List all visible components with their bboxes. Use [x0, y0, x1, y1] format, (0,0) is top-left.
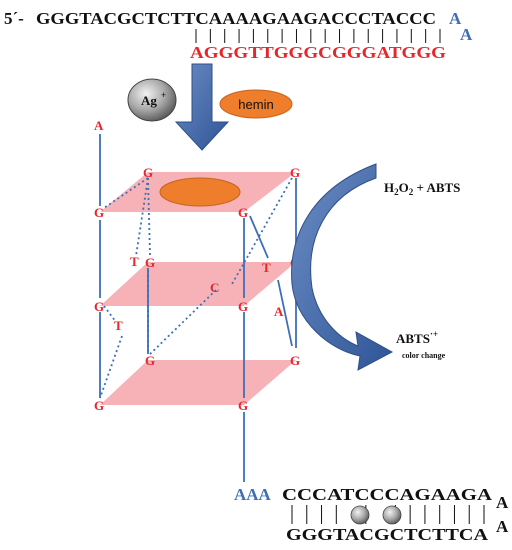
- top-strand-black: GGGTACGCTCTTCAAAAGAAGACCCTACCC: [36, 9, 436, 28]
- g-mid-front-left: G: [94, 299, 104, 314]
- g-bot-back-left: G: [145, 353, 155, 368]
- down-arrow: [174, 63, 230, 151]
- silver-ion-charge: +: [161, 90, 166, 100]
- g-top-front-right: G: [238, 205, 248, 220]
- loop-t-1: T: [130, 254, 139, 269]
- hemin-molecule: hemin: [219, 89, 293, 119]
- g-top-back-right: G: [290, 165, 300, 180]
- abts-radical-charge: ·+: [430, 329, 438, 339]
- bottom-strand-top-black: CCCATCCCAGAAGA: [282, 485, 493, 504]
- o-letter: O: [399, 180, 409, 195]
- abts-product: ABTS: [396, 331, 430, 346]
- bottom-hairpin: AAA CCCATCCCAGAAGA A GGGTACGCTCTTCA A: [234, 485, 509, 544]
- silver-ion-label: Ag: [141, 93, 157, 108]
- nucleotide-letters: A G G G G G G G G G G G G T T T C A: [94, 118, 300, 413]
- top-loop-a-lower: A: [460, 25, 473, 44]
- loop-a-top: A: [94, 118, 104, 133]
- svg-text:H2O2 + ABTS: H2O2 + ABTS: [384, 180, 460, 197]
- h-letter: H: [384, 180, 394, 195]
- g-bot-front-left: G: [94, 398, 104, 413]
- loop-dotted-lines: [99, 177, 293, 399]
- loop-c: C: [210, 280, 219, 295]
- g-top-front-left: G: [94, 205, 104, 220]
- bottom-loop-a-upper: A: [496, 493, 509, 512]
- svg-text:ABTS·+: ABTS·+: [396, 329, 438, 346]
- g-quartet-middle: [100, 262, 296, 306]
- reaction-label-abts: ABTS·+ color change: [396, 329, 446, 360]
- g-quadruplex: A G G G G G G G G G G G G T T T C A: [94, 118, 300, 482]
- top-hairpin-probe: 5´- GGGTACGCTCTTCAAAAGAAGACCCTACCC A A A…: [4, 9, 473, 62]
- hemin-label: hemin: [238, 97, 273, 112]
- g-bot-back-right: G: [290, 353, 300, 368]
- bottom-strand-lower: GGGTACGCTCTTCA: [286, 525, 489, 544]
- g-quartet-bottom: [100, 360, 296, 405]
- backbone-lines: [99, 134, 297, 482]
- plus-abts: + ABTS: [413, 180, 460, 195]
- g-top-back-left: G: [143, 165, 153, 180]
- bound-hemin: [159, 177, 241, 207]
- color-change-label: color change: [402, 351, 446, 360]
- silver-ion: Ag +: [127, 78, 177, 122]
- h2o2-sub-1: 2: [394, 187, 399, 197]
- h2o2-sub-2: 2: [409, 187, 414, 197]
- silver-atom-1: [350, 505, 370, 525]
- silver-atom-2: [382, 505, 402, 525]
- bottom-loop-a-lower: A: [496, 517, 509, 536]
- loop-a-right: A: [274, 304, 284, 319]
- g-mid-front-right: G: [238, 299, 248, 314]
- top-loop-a-upper: A: [449, 9, 462, 28]
- g-bot-front-right: G: [238, 398, 248, 413]
- top-base-pair-ticks: [195, 29, 441, 43]
- five-prime-label: 5´-: [4, 9, 24, 28]
- bottom-strand-blue: AAA: [234, 485, 272, 504]
- curved-reaction-arrow: [291, 163, 394, 371]
- reaction-label-h2o2: H2O2 + ABTS: [384, 180, 460, 197]
- loop-t-2: T: [262, 260, 271, 275]
- loop-t-3: T: [114, 318, 123, 333]
- g-mid-back-left: G: [145, 255, 155, 270]
- top-strand-red: AGGGTTGGGCGGGATGGG: [190, 43, 446, 62]
